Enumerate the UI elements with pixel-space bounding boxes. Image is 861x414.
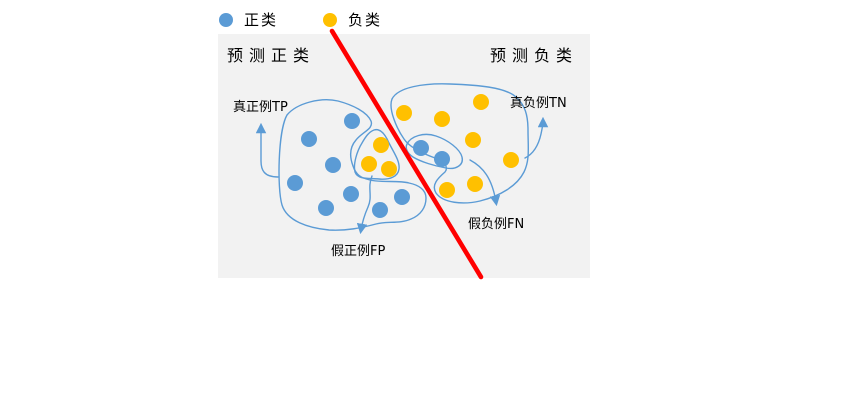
- negative-dot-tn: [465, 132, 481, 148]
- negative-dot-fp: [381, 161, 397, 177]
- fn-pointer-arrow: [469, 159, 501, 207]
- positive-dot-tp: [301, 131, 317, 147]
- dots-layer: [287, 94, 519, 218]
- negative-dot-tn: [503, 152, 519, 168]
- true-negative-label: 真负例TN: [510, 96, 567, 111]
- tp-region-outline: [278, 99, 427, 231]
- fp-region-outline: [353, 128, 400, 180]
- positive-dot-tp: [344, 113, 360, 129]
- fp-pointer-arrow: [356, 175, 373, 235]
- tn-region-outline: [390, 83, 530, 204]
- tp-pointer-arrow: [255, 122, 279, 178]
- legend-label-negative: 负类: [348, 11, 383, 29]
- false-negative-label: 假负例FN: [468, 217, 525, 232]
- negative-dot-tn: [473, 94, 489, 110]
- positive-class-dot-icon: [219, 13, 233, 27]
- predicted-positive-title: 预测正类: [227, 46, 316, 65]
- positive-dot-fn: [413, 140, 429, 156]
- diagram-background: [218, 34, 590, 278]
- negative-dot-tn: [396, 105, 412, 121]
- positive-dot-tp: [287, 175, 303, 191]
- positive-dot-tp: [343, 186, 359, 202]
- negative-class-dot-icon: [323, 13, 337, 27]
- negative-dot-fp: [361, 156, 377, 172]
- legend-item-positive: 正类: [219, 11, 278, 29]
- predicted-negative-title: 预测负类: [490, 46, 579, 65]
- negative-dot-tn: [439, 182, 455, 198]
- false-positive-label: 假正例FP: [331, 244, 386, 259]
- positive-dot-tp: [394, 189, 410, 205]
- negative-dot-tn: [434, 111, 450, 127]
- fn-region-outline: [405, 133, 463, 170]
- positive-dot-tp: [318, 200, 334, 216]
- negative-dot-tn: [467, 176, 483, 192]
- positive-dot-tp: [372, 202, 388, 218]
- true-positive-label: 真正例TP: [233, 100, 288, 115]
- decision-boundary-line: [329, 28, 484, 280]
- legend-item-negative: 负类: [323, 11, 382, 29]
- positive-dot-tp: [325, 157, 341, 173]
- legend-label-positive: 正类: [244, 11, 279, 29]
- negative-dot-fp: [373, 137, 389, 153]
- tn-pointer-arrow: [524, 116, 549, 159]
- positive-dot-fn: [434, 151, 450, 167]
